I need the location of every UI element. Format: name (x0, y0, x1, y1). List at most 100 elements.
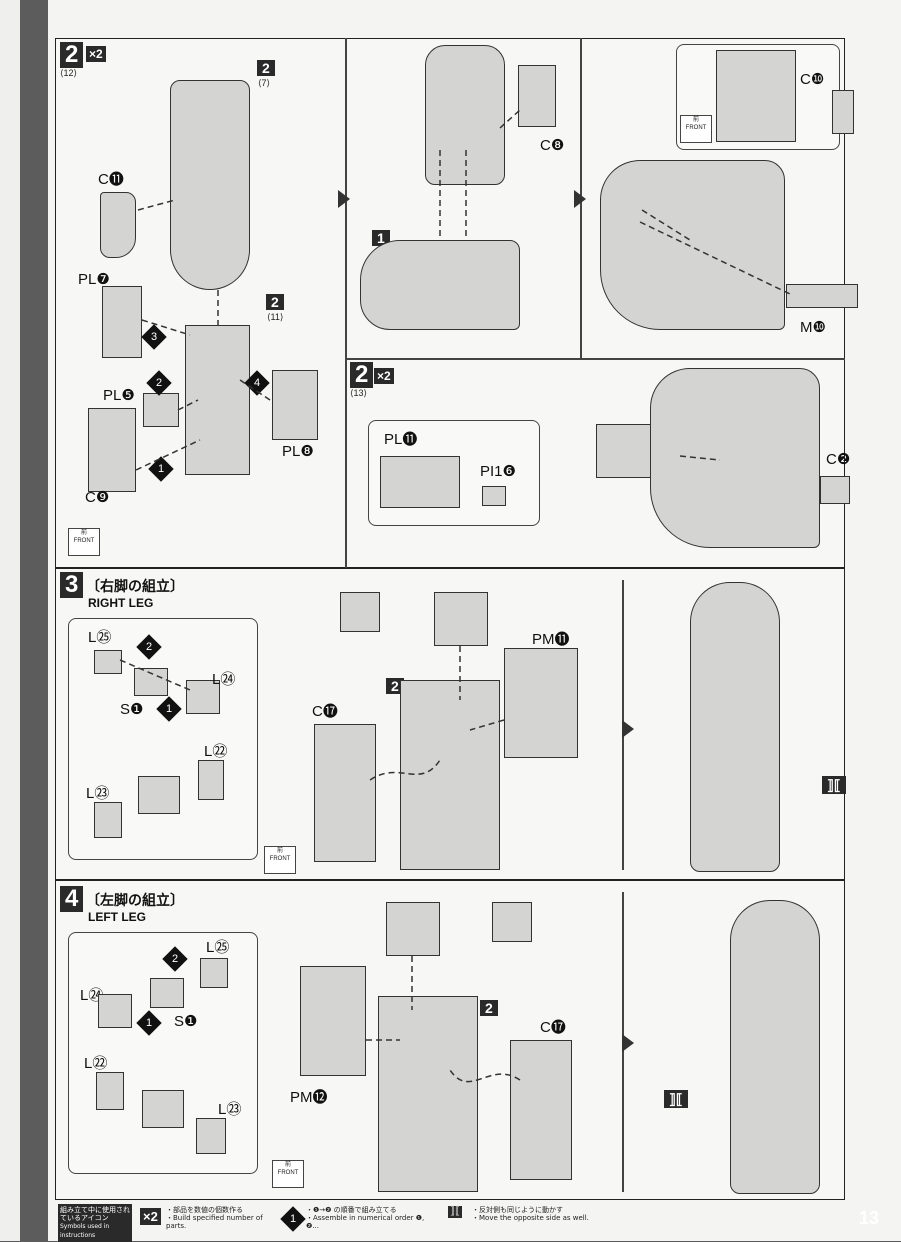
part-m10 (786, 284, 858, 308)
ref-part-2b-sub: ⟨11⟩ (267, 312, 284, 322)
mirror-icon: ⟧⟦ (664, 1090, 688, 1108)
right-leg-assembled (690, 582, 780, 872)
label-l24: L㉔ (80, 987, 104, 1004)
hip-joint (138, 776, 180, 814)
part-c17 (314, 724, 376, 862)
step4-title-jp: 〔左脚の組立〕 (86, 893, 184, 909)
label-l25: L㉕ (206, 939, 230, 956)
label-pl5: PL❺ (103, 387, 135, 404)
step4-title-en: LEFT LEG (88, 910, 146, 924)
step-arrow (622, 720, 634, 738)
part-pl7 (102, 286, 142, 358)
ref-part-2: 2 (257, 60, 275, 76)
part-s1 (134, 668, 168, 696)
part-l24 (186, 680, 220, 714)
thigh-frame (170, 80, 250, 290)
divider (345, 358, 845, 360)
part-l24 (98, 994, 132, 1028)
multiplier-badge: ×2 (86, 46, 106, 62)
hip-joint-detail (340, 592, 380, 632)
label-l22: L㉒ (84, 1055, 108, 1072)
step-arrow (574, 190, 586, 208)
foot-assembled (600, 160, 785, 330)
step2-number: 2 (60, 42, 84, 68)
label-l22: L㉒ (204, 743, 228, 760)
part-l23 (94, 802, 122, 838)
label-c8: C❽ (540, 137, 565, 154)
multiplier-badge: ×2 (374, 368, 394, 384)
footer-mirror-text: ・反対側も同じように動かす・Move the opposite side as … (472, 1206, 589, 1222)
label-l23: L㉓ (86, 785, 110, 802)
step2b-sub: ⟨13⟩ (350, 388, 368, 398)
label-pl8: PL❽ (282, 443, 314, 460)
foot-assembled-2 (650, 368, 820, 548)
step-arrow (622, 1034, 634, 1052)
ref-part-2-sub: ⟨7⟩ (258, 78, 271, 88)
part-c11 (100, 192, 136, 258)
step3-title-jp: 〔右脚の組立〕 (86, 579, 184, 595)
hip-block (386, 902, 440, 956)
mirror-icon: ⟧⟦ (822, 776, 846, 794)
thigh-right (400, 680, 500, 870)
label-l23: L㉓ (218, 1101, 242, 1118)
hip-joint (142, 1090, 184, 1128)
label-pl7: PL❼ (78, 271, 110, 288)
part-pm11 (504, 648, 578, 758)
part-pi6 (482, 486, 506, 506)
divider (345, 38, 347, 568)
part-c2 (820, 476, 850, 504)
label-c17: C⓱ (540, 1019, 566, 1036)
previous-page-edge (0, 0, 20, 1241)
ref-part-2: 2 (480, 1000, 498, 1016)
part-l22 (96, 1072, 124, 1110)
label-c10: C❿ (800, 71, 825, 88)
part-pm12 (300, 966, 366, 1076)
part-pl11 (380, 456, 460, 508)
knee-frame (185, 325, 250, 475)
thigh-left (378, 996, 478, 1192)
label-m10: M❿ (800, 319, 826, 336)
step3-title-en: RIGHT LEG (88, 596, 154, 610)
part-c17 (510, 1040, 572, 1180)
step4-number: 4 (60, 886, 84, 912)
label-l24: L㉔ (212, 671, 236, 688)
step2-sub: ⟨12⟩ (60, 68, 78, 78)
part-c9 (88, 408, 136, 492)
part-s1 (150, 978, 184, 1008)
part-l23 (196, 1118, 226, 1154)
label-c9: C❾ (85, 489, 110, 506)
foot-part-1 (360, 240, 520, 330)
label-l25: L㉕ (88, 629, 112, 646)
footer-x2-text: ・部品を数値の個数作る・Build specified number of pa… (166, 1206, 263, 1230)
footer-x2-icon: ×2 (140, 1208, 161, 1225)
label-pi6: PI1❻ (480, 463, 516, 480)
hip-block (434, 592, 488, 646)
step2b-number: 2 (350, 362, 374, 388)
ref-part-2: 2 (386, 678, 404, 694)
label-s1: S❶ (120, 701, 144, 718)
label-pm11: PM⓫ (532, 631, 570, 648)
step-arrow (338, 190, 350, 208)
label-c11: C⓫ (98, 171, 124, 188)
label-pl11: PL⓫ (384, 431, 418, 448)
left-leg-assembled (730, 900, 820, 1194)
part-l22 (198, 760, 224, 800)
part-c8 (518, 65, 556, 127)
footer-order-text: ・❶→❷ の順番で組み立てる・Assemble in numerical ord… (306, 1206, 425, 1230)
part-l25 (94, 650, 122, 674)
page-number: 13 (858, 1208, 879, 1228)
label-c17: C⓱ (312, 703, 338, 720)
hip-joint-detail (492, 902, 532, 942)
lower-leg (425, 45, 505, 185)
step3-number: 3 (60, 572, 84, 598)
ankle-detail (716, 50, 796, 142)
footer-mirror-icon: ⟧⟦ (448, 1206, 462, 1218)
label-s1: S❶ (174, 1013, 198, 1030)
